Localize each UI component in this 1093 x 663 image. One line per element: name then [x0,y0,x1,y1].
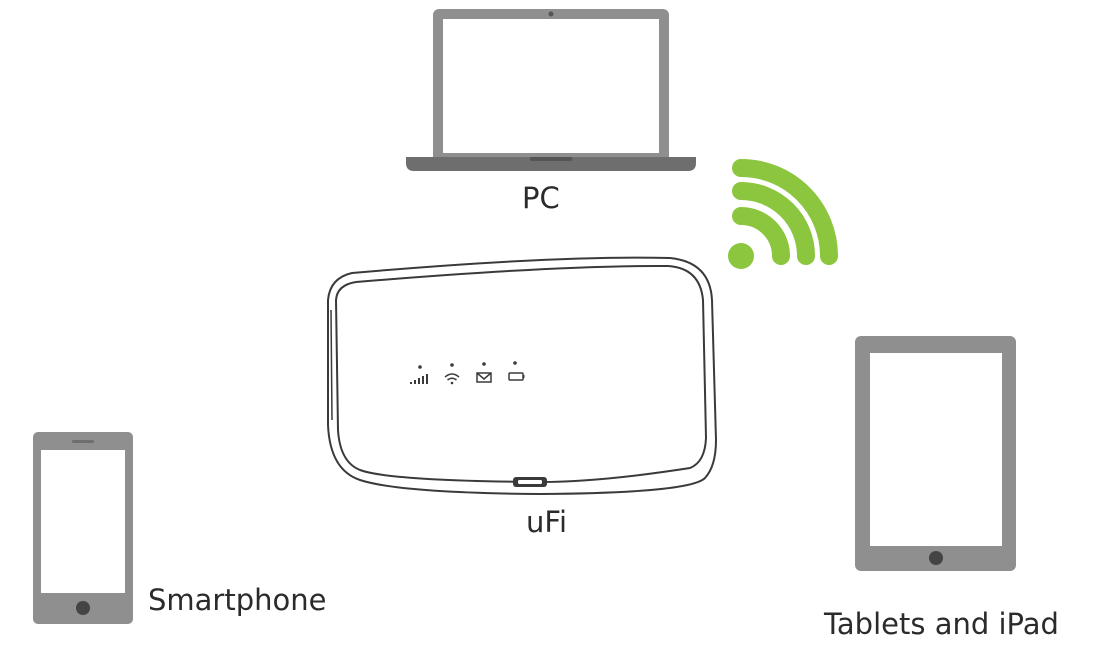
wifi-signal-icon [728,159,838,269]
router-indicators [410,361,525,385]
message-icon [476,362,492,383]
smartphone-label: Smartphone [148,583,327,617]
battery-icon [508,361,525,381]
tablet-label: Tablets and iPad [824,607,1059,641]
laptop-icon [406,9,696,171]
smartphone-icon [33,432,133,624]
ufi-label: uFi [526,505,568,539]
pc-label: PC [522,181,560,215]
signal-bars-icon [410,365,428,384]
router-icon [327,256,718,496]
tablet-icon [855,336,1016,571]
wifi-indicator-icon [444,363,460,385]
